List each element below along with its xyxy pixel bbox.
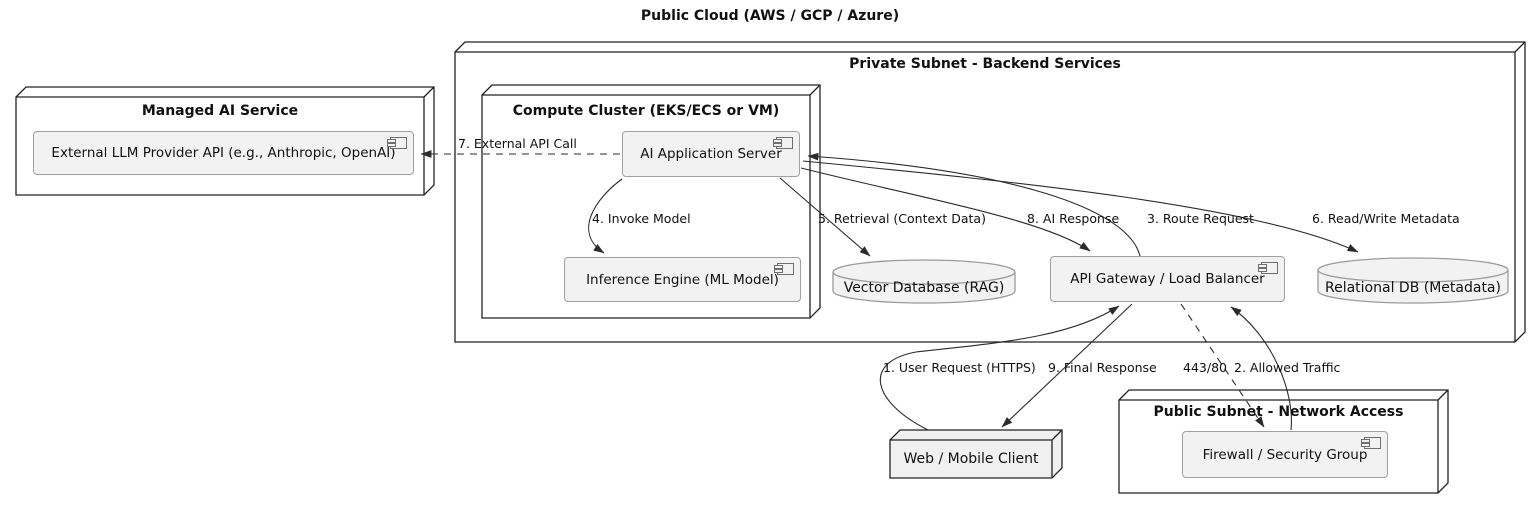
diagram-title: Public Cloud (AWS / GCP / Azure) xyxy=(640,8,900,24)
component-external-llm-provider: External LLM Provider API (e.g., Anthrop… xyxy=(33,131,414,175)
edge-label-ports: 443/80 xyxy=(1183,360,1227,375)
managed-ai-service-title: Managed AI Service xyxy=(141,103,299,119)
component-ai-application-server: AI Application Server xyxy=(622,131,800,177)
edge-final-response xyxy=(1001,303,1133,428)
edge-label-read-write-metadata: 6. Read/Write Metadata xyxy=(1312,211,1460,226)
component-icon xyxy=(774,263,794,275)
component-icon xyxy=(773,137,793,149)
edge-label-route-request: 3. Route Request xyxy=(1147,211,1254,226)
database-vector-db xyxy=(832,259,1016,304)
database-relational-db xyxy=(1317,257,1509,304)
edge-allowed-traffic xyxy=(1230,306,1292,431)
edge-route-request xyxy=(807,152,1141,257)
edge-label-retrieval-context: 5. Retrieval (Context Data) xyxy=(818,211,986,226)
private-subnet-title: Private Subnet - Backend Services xyxy=(849,56,1121,72)
edge-label-user-request: 1. User Request (HTTPS) xyxy=(883,360,1036,375)
edge-invoke-model xyxy=(588,178,623,254)
edge-label-invoke-model: 4. Invoke Model xyxy=(592,211,691,226)
edge-label-ai-response: 8. AI Response xyxy=(1027,211,1120,226)
inference-engine-label: Inference Engine (ML Model) xyxy=(586,271,779,288)
node-web-mobile-client xyxy=(889,429,1063,479)
component-firewall: Firewall / Security Group xyxy=(1182,431,1388,478)
external-llm-provider-label: External LLM Provider API (e.g., Anthrop… xyxy=(51,145,396,161)
component-icon xyxy=(1361,437,1381,449)
edge-retrieval-context xyxy=(779,177,871,257)
compute-cluster-title: Compute Cluster (EKS/ECS or VM) xyxy=(512,103,780,119)
edge-user-request xyxy=(879,305,1120,431)
edge-label-external-api-call: 7. External API Call xyxy=(458,136,577,151)
api-gateway-label: API Gateway / Load Balancer xyxy=(1070,271,1265,287)
firewall-label: Firewall / Security Group xyxy=(1202,446,1368,463)
edge-label-final-response: 9. Final Response xyxy=(1048,360,1157,375)
edge-label-allowed-traffic: 2. Allowed Traffic xyxy=(1234,360,1341,375)
component-icon xyxy=(387,137,407,149)
relational-db-label: Relational DB (Metadata) xyxy=(1325,280,1501,296)
public-subnet-title: Public Subnet - Network Access xyxy=(1153,404,1404,420)
component-api-gateway: API Gateway / Load Balancer xyxy=(1050,256,1285,302)
vector-db-label: Vector Database (RAG) xyxy=(843,280,1005,296)
web-mobile-client-label: Web / Mobile Client xyxy=(903,451,1039,467)
ai-application-server-label: AI Application Server xyxy=(640,146,782,162)
edge-read-write-metadata xyxy=(802,160,1359,253)
component-icon xyxy=(1258,262,1278,274)
edge-ai-response xyxy=(800,167,1091,252)
component-inference-engine: Inference Engine (ML Model) xyxy=(564,257,801,302)
edge-443-80 xyxy=(1180,303,1265,428)
